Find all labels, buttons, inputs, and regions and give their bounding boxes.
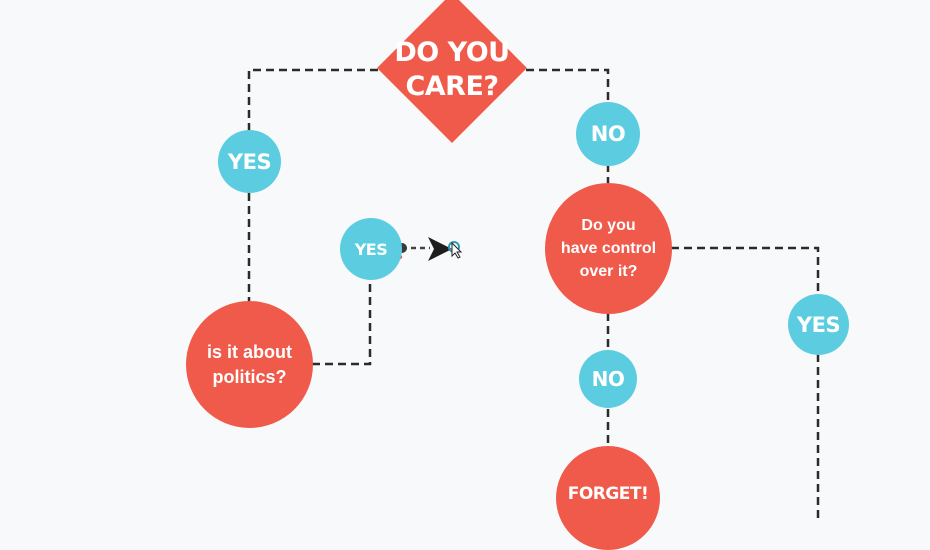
start-decision-label: DO YOU CARE?	[378, 32, 526, 108]
politics-label-line1: is it about	[207, 341, 292, 362]
mouse-cursor-icon	[448, 241, 463, 259]
no-top-node: NO	[576, 102, 640, 166]
yes-politics-label: YES	[354, 239, 388, 259]
connector-start-to-yes	[247, 68, 378, 130]
yes-left-node: YES	[218, 130, 281, 193]
connector-control-to-yes	[671, 246, 820, 294]
yes-politics-node: YES	[340, 218, 402, 280]
forget-node: FORGET!	[556, 446, 660, 550]
start-label-line1: DO YOU	[394, 37, 510, 68]
no-top-label: NO	[590, 122, 626, 146]
drawing-arrow	[397, 237, 452, 261]
no-bottom-node: NO	[579, 350, 637, 408]
connector-start-to-no	[526, 68, 610, 102]
yes-right-node: YES	[788, 294, 849, 355]
connector-politics-to-yes	[312, 279, 372, 366]
control-label-line3: over it?	[579, 263, 638, 280]
control-question-node: Do you have control over it?	[545, 183, 672, 314]
politics-label-line2: politics?	[212, 366, 287, 387]
yes-left-label: YES	[227, 149, 272, 174]
connector-layer	[247, 68, 820, 523]
no-bottom-label: NO	[591, 367, 625, 391]
forget-label: FORGET!	[567, 484, 649, 504]
control-label-line1: Do you	[581, 217, 636, 234]
start-label-line2: CARE?	[405, 71, 499, 102]
control-label-line2: have control	[560, 240, 657, 257]
yes-right-label: YES	[796, 312, 841, 337]
politics-question-node: is it about politics?	[186, 301, 313, 428]
